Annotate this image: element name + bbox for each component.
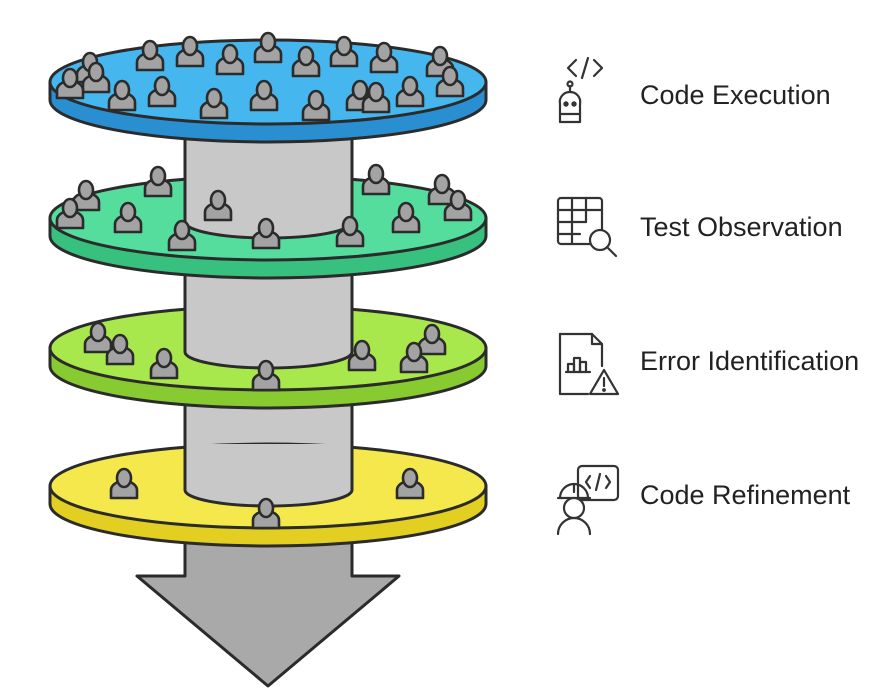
person-figure [215, 43, 245, 76]
person-figure [199, 87, 229, 120]
person-figure [361, 163, 391, 196]
column-slice-3 [183, 300, 354, 370]
down-arrow [135, 538, 401, 688]
person-figure [83, 321, 113, 354]
person-figure [251, 497, 281, 530]
person-figure [291, 45, 321, 78]
person-figure [443, 189, 473, 222]
disk-error-identification [48, 300, 488, 410]
person-figure [361, 81, 391, 114]
person-figure [135, 39, 165, 72]
person-figure [107, 79, 137, 112]
person-figure [251, 217, 281, 250]
person-figure [435, 65, 465, 98]
disk-test-observation [48, 138, 488, 280]
person-figure [335, 215, 365, 248]
developer-code-icon [556, 464, 620, 536]
person-figure [149, 347, 179, 380]
person-figure [175, 35, 205, 68]
person-figure [167, 219, 197, 252]
person-figure [203, 189, 233, 222]
person-figure [113, 201, 143, 234]
person-figure [417, 323, 447, 356]
step-code-refinement: Code Refinement [556, 464, 851, 536]
person-figure [301, 89, 331, 122]
person-figure [329, 35, 359, 68]
person-figure [143, 165, 173, 198]
person-figure [147, 75, 177, 108]
person-figure [249, 79, 279, 112]
person-figure [55, 197, 85, 230]
person-figure [251, 359, 281, 392]
person-figure [55, 67, 85, 100]
disk-code-execution [48, 31, 488, 144]
step-test-observation: Test Observation [556, 196, 843, 258]
step-error-identification: Error Identification [558, 332, 859, 396]
person-figure [253, 31, 283, 64]
person-figure [105, 333, 135, 366]
person-figure [369, 41, 399, 74]
person-figure [399, 341, 429, 374]
person-figure [395, 467, 425, 500]
chart-warning-icon [558, 332, 620, 396]
person-figure [347, 339, 377, 372]
table-search-icon [556, 196, 618, 258]
person-figure [395, 75, 425, 108]
disk-code-refinement [48, 442, 488, 548]
person-figure [81, 61, 111, 94]
step-label-test-observation: Test Observation [640, 212, 843, 242]
robot-code-icon [558, 56, 604, 124]
step-label-code-refinement: Code Refinement [640, 480, 851, 510]
down-arrow-shape [135, 538, 401, 688]
person-figure [391, 201, 421, 234]
step-code-execution: Code Execution [558, 56, 831, 124]
step-label-code-execution: Code Execution [640, 80, 831, 110]
person-figure [109, 467, 139, 500]
column-slice-4 [183, 442, 354, 508]
step-label-error-identification: Error Identification [640, 346, 859, 376]
